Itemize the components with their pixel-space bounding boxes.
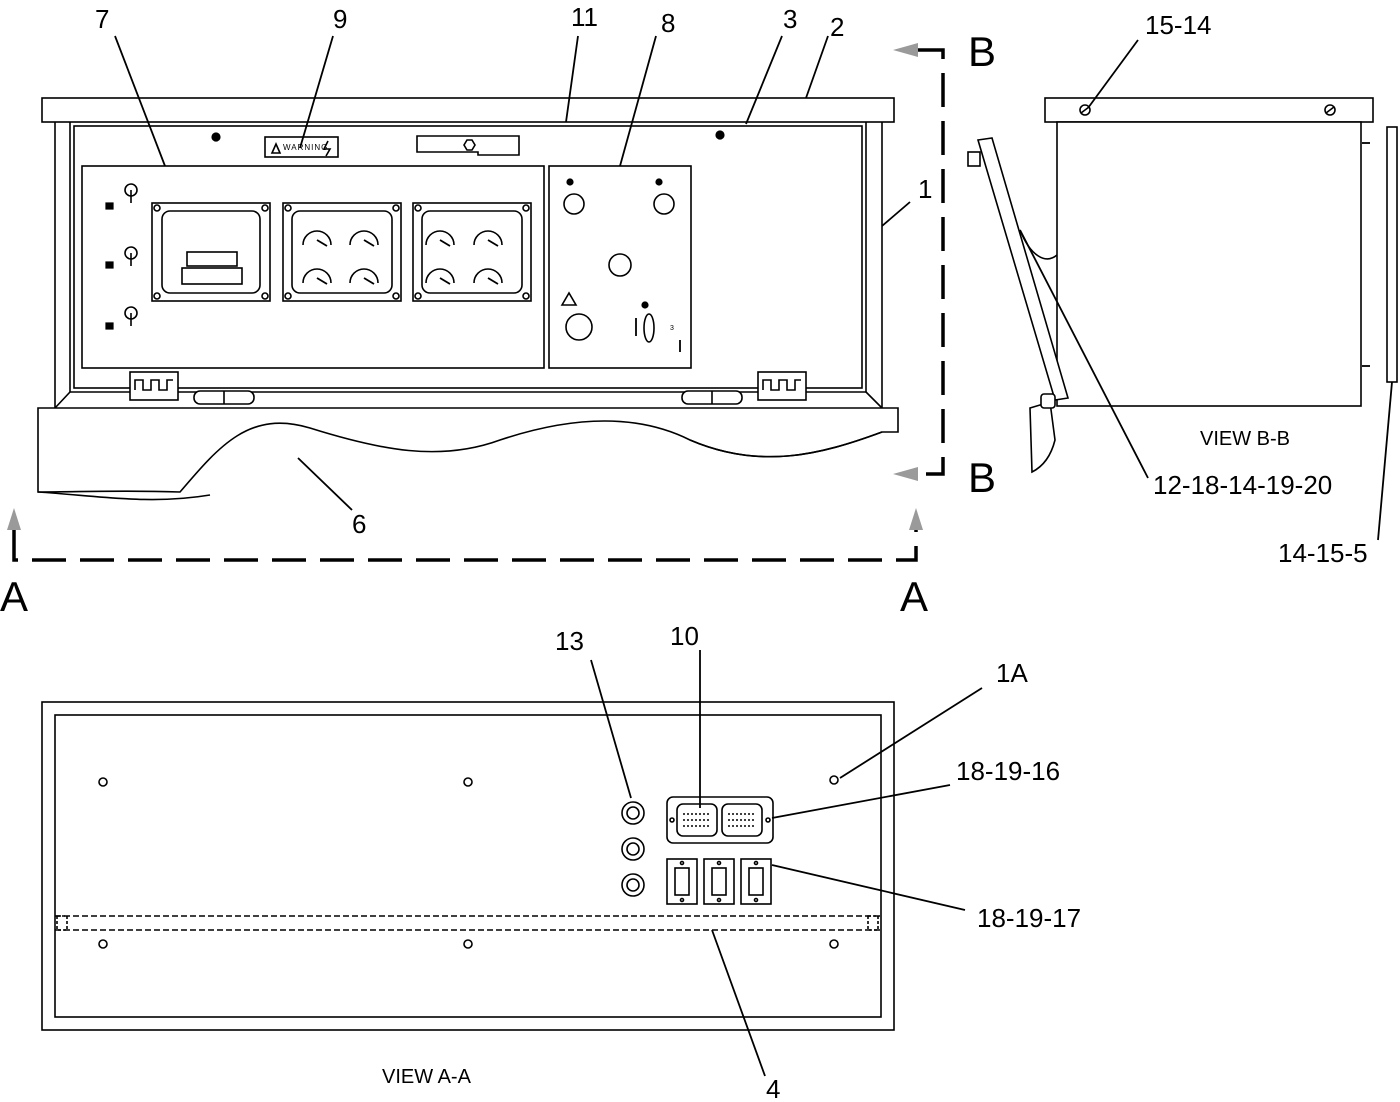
section-marker-a-left: A [0,573,28,620]
callout-18-19-17: 18-19-17 [977,903,1081,933]
svg-text:3: 3 [670,325,674,332]
callout-9: 9 [333,4,347,34]
mounting-hole-1a [829,775,839,785]
callout-18-19-16: 18-19-16 [956,756,1060,786]
side-cabinet [1056,121,1362,407]
callout-6: 6 [352,509,366,539]
toggle-switches [105,183,138,330]
callout-4: 4 [766,1074,780,1102]
lightning-icon [322,140,332,157]
nameplate [416,135,520,156]
side-top-cover [1044,97,1374,123]
callout-3: 3 [783,4,797,34]
section-line-a-a [7,508,923,562]
warning-placard-text: WARNING [283,143,328,152]
callout-13: 13 [555,626,584,656]
bottom-inner-frame [54,714,882,1018]
callout-12-18-14-19-20: 12-18-14-19-20 [1153,470,1332,500]
callout-labels: 7 9 11 8 3 2 1 6 15-14 12-18-14-19-20 14… [95,2,1368,1102]
callout-7: 7 [95,4,109,34]
callout-10: 10 [670,621,699,651]
front-view: WARNING [37,97,899,501]
section-marker-b-bottom: B [968,454,996,501]
leader-lines [114,35,1393,1077]
callout-14-15-5: 14-15-5 [1278,538,1368,568]
section-marker-a-right: A [900,573,928,620]
bottom-outer-frame [41,701,895,1031]
small-connectors [666,858,772,905]
control-panel [548,165,692,369]
view-b-b-title: VIEW B-B [1200,428,1290,450]
side-strip [1386,126,1398,383]
side-door-open [976,137,1070,401]
hinge-rail [55,915,881,931]
callout-8: 8 [661,8,675,38]
section-line-b-b [893,43,945,481]
warning-placard [264,136,339,158]
panel-screw [211,132,221,142]
section-marker-b-top: B [968,28,996,75]
display-meter [151,202,271,302]
panel-screw [715,130,725,140]
hinges [129,371,807,401]
top-cover [41,97,895,123]
callout-11: 11 [571,2,598,32]
view-b-b [967,97,1398,474]
callout-2: 2 [830,12,844,42]
warning-triangle-icon [270,142,282,154]
gauge-cluster-right [412,202,532,302]
nameplate-bolt [463,139,476,151]
main-connector [666,796,774,844]
grommets [621,801,645,897]
view-a-a [41,701,895,1031]
gauge-cluster-left [282,202,402,302]
callout-15-14: 15-14 [1145,10,1212,40]
view-a-a-title: VIEW A-A [382,1066,472,1088]
callout-1a: 1A [996,658,1028,688]
control-panel-buttons: 3 [560,178,681,352]
door [37,407,899,493]
callout-1: 1 [918,174,932,204]
side-door-lower [1029,400,1056,474]
